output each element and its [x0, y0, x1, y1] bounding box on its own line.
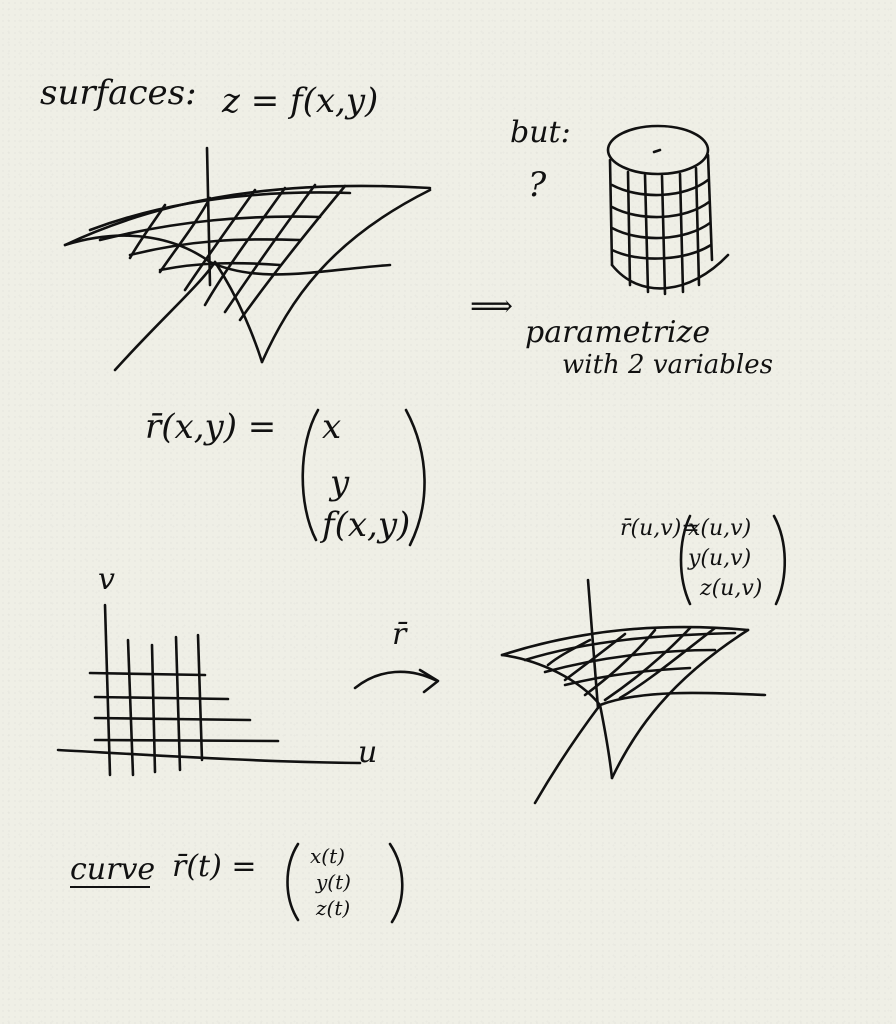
general-entry-y: y(u,v) [688, 546, 752, 571]
right-paren-curve [388, 842, 404, 924]
graph-param-lhs: r̄(x,y) = [145, 407, 277, 447]
graph-entry-x: x [322, 407, 342, 447]
right-paren-general [772, 514, 787, 606]
curve-label: curve [70, 852, 156, 887]
question-mark: ? [528, 165, 547, 205]
map-r-label: r̄ [392, 617, 407, 652]
graph-entry-y: y [330, 463, 350, 503]
parametrize-text: parametrize [525, 315, 711, 350]
right-paren-graph [404, 408, 426, 547]
curve-entry-z: z(t) [316, 896, 351, 920]
graph-entry-fxy: f(x,y) [322, 505, 411, 545]
curve-lhs: r̄(t) = [172, 849, 257, 884]
axis-v-label: v [98, 562, 115, 597]
curve-underline [70, 886, 150, 888]
general-param-lhs: r̄(u,v)= [620, 516, 700, 541]
implies-arrow: ⟹ [470, 289, 514, 324]
curve-entry-y: y(t) [316, 870, 351, 894]
general-entry-x: x(u,v) [688, 516, 752, 541]
but-label: but: [510, 115, 571, 150]
surfaces-heading: surfaces: [40, 73, 197, 113]
axis-u-label: u [358, 735, 378, 770]
surface-equation: z = f(x,y) [222, 81, 379, 121]
with-two-variables-text: with 2 variables [562, 350, 773, 380]
left-paren-graph [301, 408, 320, 542]
general-entry-z: z(u,v) [700, 576, 763, 601]
left-paren-curve [286, 842, 300, 922]
left-paren-general [679, 514, 692, 606]
curve-entry-x: x(t) [310, 844, 345, 868]
